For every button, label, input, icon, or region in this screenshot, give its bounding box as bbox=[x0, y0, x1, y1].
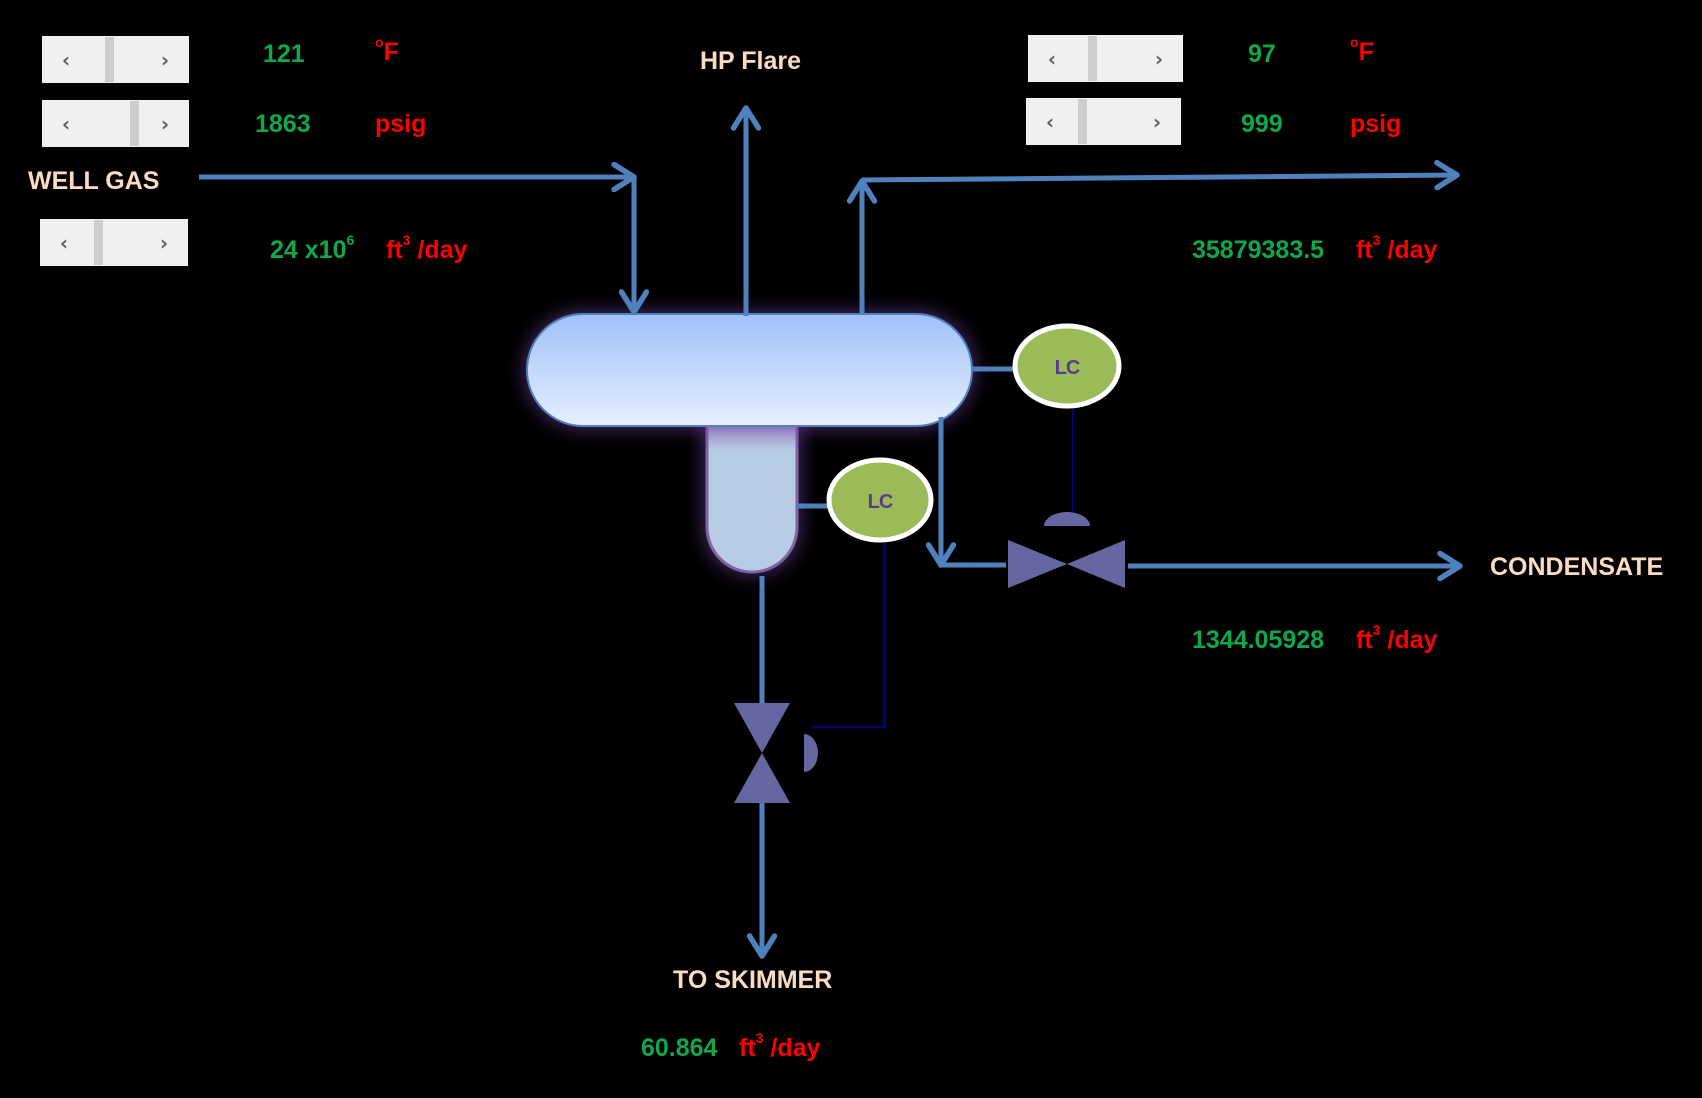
gas-outlet-flow-unit: ft3 /day bbox=[1356, 232, 1438, 264]
scroll-right-icon[interactable]: › bbox=[160, 111, 170, 136]
condensate-flow-value: 1344.05928 bbox=[1192, 626, 1325, 654]
vessel-lc-label: LC bbox=[1055, 357, 1080, 379]
degree-symbol: o bbox=[375, 34, 384, 50]
skimmer-flow-unit: ft3 /day bbox=[739, 1030, 821, 1062]
inlet-temperature-value: 121 bbox=[263, 40, 305, 68]
scroll-left-icon[interactable]: ‹ bbox=[61, 47, 71, 72]
hp-flare-label: HP Flare bbox=[700, 47, 801, 75]
scrollbar-track[interactable] bbox=[1070, 98, 1137, 145]
outlet-pressure-unit: psig bbox=[1350, 110, 1402, 138]
inlet-flow-number: 24 bbox=[270, 236, 298, 264]
condensate-label: CONDENSATE bbox=[1490, 553, 1664, 581]
separator-vessel bbox=[526, 313, 973, 427]
boot-lc-signal-line bbox=[811, 541, 885, 728]
inlet-flow-unit: ft3 /day bbox=[386, 232, 468, 264]
outlet-pressure-value: 999 bbox=[1241, 110, 1283, 138]
inlet-flow-scrollbar[interactable]: ‹ › bbox=[40, 219, 188, 266]
scroll-right-icon[interactable]: › bbox=[159, 230, 169, 255]
scroll-right-icon[interactable]: › bbox=[1152, 109, 1162, 134]
scroll-left-icon[interactable]: ‹ bbox=[59, 230, 69, 255]
inlet-temperature-scrollbar[interactable]: ‹ › bbox=[42, 36, 189, 83]
condensate-control-valve[interactable] bbox=[1008, 512, 1125, 588]
scrollbar-thumb[interactable] bbox=[94, 220, 104, 265]
scrollbar-thumb[interactable] bbox=[1077, 99, 1087, 144]
scrollbar-thumb[interactable] bbox=[130, 101, 139, 146]
scrollbar-thumb[interactable] bbox=[1088, 36, 1098, 81]
scroll-left-icon[interactable]: ‹ bbox=[61, 111, 71, 136]
boot-lc-label: LC bbox=[868, 491, 893, 513]
scrollbar-track[interactable] bbox=[86, 100, 145, 147]
inlet-pressure-value: 1863 bbox=[255, 110, 311, 138]
scrollbar-track[interactable] bbox=[86, 36, 145, 83]
skimmer-control-valve[interactable] bbox=[734, 703, 818, 803]
scroll-left-icon[interactable]: ‹ bbox=[1047, 46, 1057, 71]
scroll-right-icon[interactable]: › bbox=[160, 47, 170, 72]
separator-boot bbox=[705, 418, 799, 574]
outlet-temperature-value: 97 bbox=[1248, 40, 1276, 68]
inlet-flow-multiplier: x10 bbox=[304, 236, 347, 264]
scrollbar-track[interactable] bbox=[84, 219, 144, 266]
boot-level-controller[interactable]: LC bbox=[826, 457, 934, 543]
inlet-pressure-unit: psig bbox=[375, 110, 427, 138]
inlet-flow-value: 24 x106 bbox=[270, 232, 354, 265]
condensate-flow-unit: ft3 /day bbox=[1356, 622, 1438, 654]
well-gas-label: WELL GAS bbox=[28, 167, 160, 195]
outlet-pressure-scrollbar[interactable]: ‹ › bbox=[1026, 98, 1181, 145]
skimmer-flow-value: 60.864 bbox=[641, 1034, 718, 1062]
gas-outlet-flow-value: 35879383.5 bbox=[1192, 236, 1325, 264]
outlet-temperature-scrollbar[interactable]: ‹ › bbox=[1028, 35, 1183, 82]
scrollbar-thumb[interactable] bbox=[105, 37, 115, 82]
vessel-level-controller[interactable]: LC bbox=[1012, 323, 1122, 409]
valve-actuator-icon bbox=[804, 734, 818, 772]
outlet-temperature-unit: oF bbox=[1350, 34, 1374, 66]
scroll-left-icon[interactable]: ‹ bbox=[1045, 109, 1055, 134]
degree-symbol: o bbox=[1350, 34, 1359, 50]
gas-outlet-pipe bbox=[861, 175, 1457, 180]
to-skimmer-label: TO SKIMMER bbox=[673, 966, 833, 994]
scrollbar-track[interactable] bbox=[1072, 35, 1139, 82]
inlet-temperature-unit: oF bbox=[375, 34, 399, 66]
inlet-pressure-scrollbar[interactable]: ‹ › bbox=[42, 100, 189, 147]
scroll-right-icon[interactable]: › bbox=[1154, 46, 1164, 71]
valve-actuator-icon bbox=[1044, 512, 1090, 526]
inlet-flow-exponent: 6 bbox=[346, 232, 355, 248]
